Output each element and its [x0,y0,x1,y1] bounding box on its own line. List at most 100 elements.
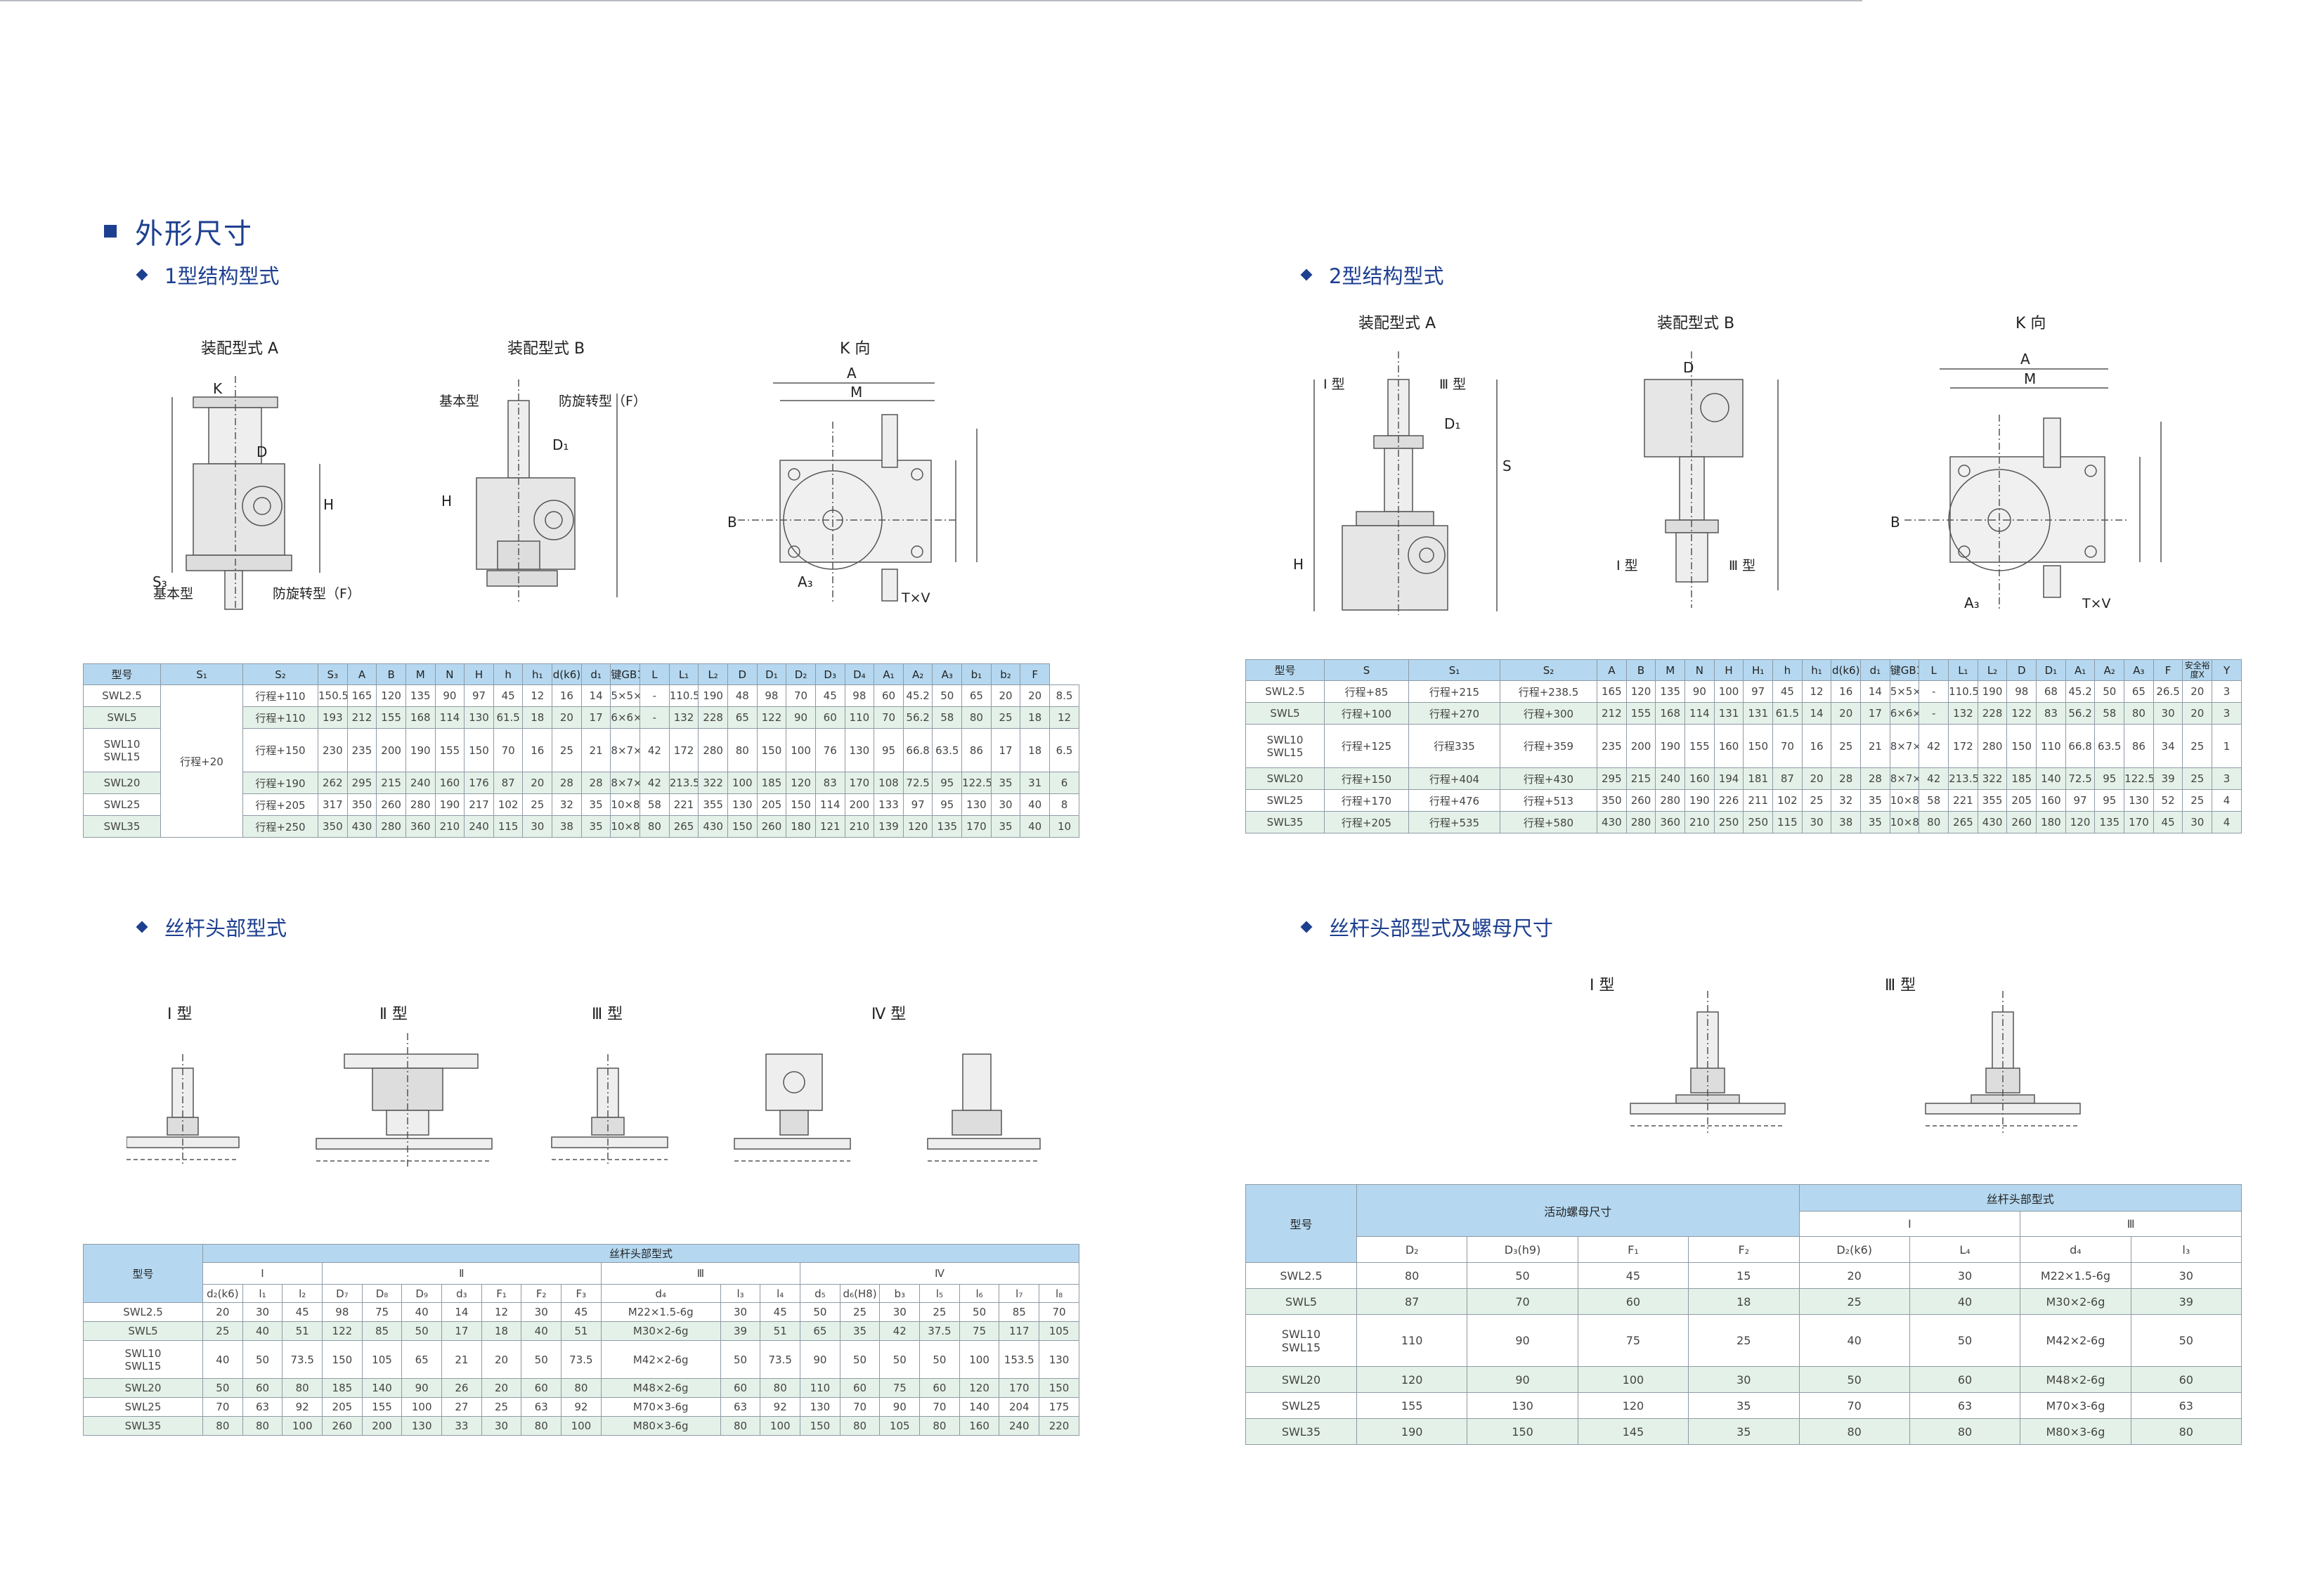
head-type-4-label: Ⅳ 型 [871,1006,907,1023]
table-cell: 155 [361,1397,403,1417]
table-cell: 20 [1798,1262,1910,1289]
table3-group-header: 丝杆头部型式 [202,1244,1079,1263]
model-cell: SWL35 [83,1416,203,1436]
table-cell: 265 [1948,811,1978,833]
table-cell: 80 [242,1416,283,1436]
drawing-head2-3 [1911,970,2094,1138]
table-cell: 60 [521,1378,562,1398]
table-cell: 58 [640,793,670,816]
table-cell: 262 [318,772,348,794]
table-cell: 80 [640,815,670,838]
table-cell: 172 [1948,724,1978,768]
table-cell: 行程+580 [1500,811,1597,833]
table-cell: 355 [1977,789,2008,812]
table-cell: 160 [434,772,465,794]
table-cell: 155 [1356,1392,1468,1419]
table-cell: 200 [844,793,875,816]
table2-header-cell: S [1324,659,1409,681]
table-cell: 73.5 [561,1340,602,1379]
drawing-2a: H S D₁ [1293,351,1512,618]
table-cell: 50 [1909,1314,2021,1367]
table2-header-cell: H [1713,659,1744,681]
table-cell: 58 [2094,702,2125,725]
table2-header-cell: B [1625,659,1656,681]
head-type-1-label: Ⅰ 型 [167,1006,193,1023]
table-cell: 25 [1801,789,1832,812]
table-cell: 120 [959,1378,1000,1398]
table-cell: 40 [1020,793,1051,816]
table-cell: - [1919,702,1949,725]
table-cell: 60 [814,706,845,729]
table-cell: 80 [1919,811,1949,833]
label-tv-1: T×V [902,590,930,606]
table-cell: 21 [580,728,611,772]
table-cell: 8×7×45 [610,728,641,772]
table-cell: 行程+215 [1408,680,1500,703]
table-cell: 83 [2036,702,2066,725]
table-cell: 155 [376,706,406,729]
label-base-type-a: 基本型 [153,586,194,602]
table-cell: 280 [1625,811,1656,833]
table-cell: 70 [919,1397,960,1417]
table-cell: 280 [1655,789,1686,812]
table4-subheader-cell: L₄ [1909,1236,2021,1263]
table-cell: 18 [481,1321,522,1341]
table-cell: M70×3-6g [600,1397,721,1417]
table-cell: 37.5 [919,1321,960,1341]
label-type1-2b: Ⅰ 型 [1616,558,1638,573]
table-cell: 185 [756,772,787,794]
table-cell: 120 [786,772,816,794]
table-cell: 40 [1020,815,1051,838]
table-cell: 210 [844,815,875,838]
table-cell: 83 [814,772,845,794]
table-cell: 95 [932,793,963,816]
table-cell: 4 [2212,789,2242,812]
table-cell: M30×2-6g [2020,1288,2131,1315]
table-cell: 70 [1798,1392,1910,1419]
table-cell: 35 [1688,1392,1800,1419]
table-cell: 50 [1798,1366,1910,1393]
table-cell: 58 [932,706,963,729]
table-cell: 38 [552,815,582,838]
table-cell: 65 [727,706,758,729]
table-cell: 45 [282,1302,323,1322]
table-cell: 18 [522,706,553,729]
table-cell: 110 [1356,1314,1468,1367]
table-cell: 25 [919,1302,960,1322]
drawing-1k: A M B A₃ [727,365,991,611]
table-cell: 185 [2006,767,2037,790]
model-cell: SWL2.5 [1245,1262,1357,1289]
table-cell: 25 [2182,767,2213,790]
table-cell: 30 [2130,1262,2242,1289]
table-cell: 70 [839,1397,881,1417]
table-cell: 40 [1798,1314,1910,1367]
subtitle-type2: 2型结构型式 [1300,260,1443,290]
table-cell: 190 [434,793,465,816]
head-type-2-label: Ⅱ 型 [379,1006,408,1023]
table-cell: 63.5 [2094,724,2125,768]
table-cell: 120 [2065,811,2096,833]
table-cell: 230 [318,728,348,772]
table-cell: 235 [346,728,377,772]
table-cell: 行程+100 [1324,702,1409,725]
table-cell: 17 [990,728,1021,772]
table-cell: M30×2-6g [600,1321,721,1341]
table-cell: 25 [552,728,582,772]
table-cell: 50 [720,1340,761,1379]
table-cell: 30 [879,1302,921,1322]
table-cell: 14 [441,1302,482,1322]
table3-subheader-cell: l₃ [720,1284,761,1303]
table-cell: 30 [1801,811,1832,833]
table-cell: 50 [839,1340,881,1379]
table-cell: 90 [800,1340,840,1379]
table-cell: 80 [720,1416,761,1436]
table-cell: 63 [521,1397,562,1417]
table-cell: 90 [401,1378,443,1398]
table-cell: 92 [282,1397,323,1417]
table-cell: 行程+125 [1324,724,1409,768]
